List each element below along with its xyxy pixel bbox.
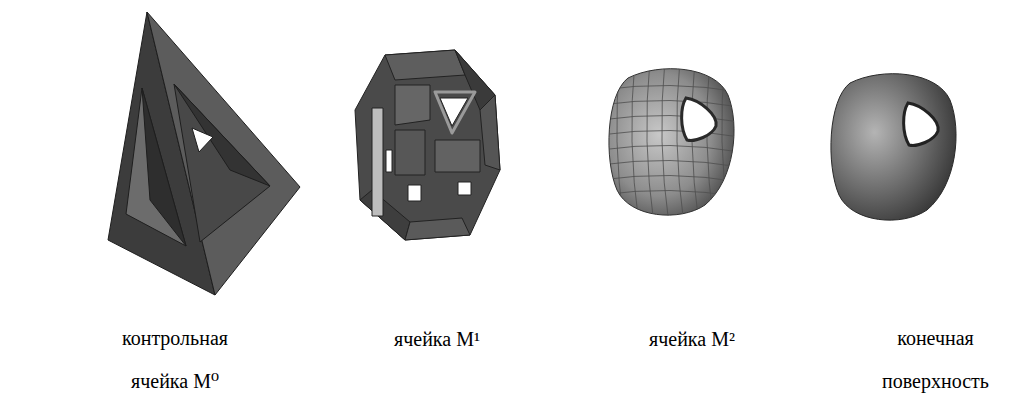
cell-m2-mesh	[600, 60, 740, 225]
limit-surface	[831, 74, 956, 220]
caption: конечная поверхность	[868, 317, 1003, 403]
cell-m1-mesh	[355, 50, 500, 240]
caption: контрольная ячейка M⁰	[95, 317, 255, 403]
caption: ячейка M²	[617, 318, 767, 361]
control-tetrahedron	[108, 12, 300, 295]
caption: ячейка M¹	[362, 318, 512, 361]
